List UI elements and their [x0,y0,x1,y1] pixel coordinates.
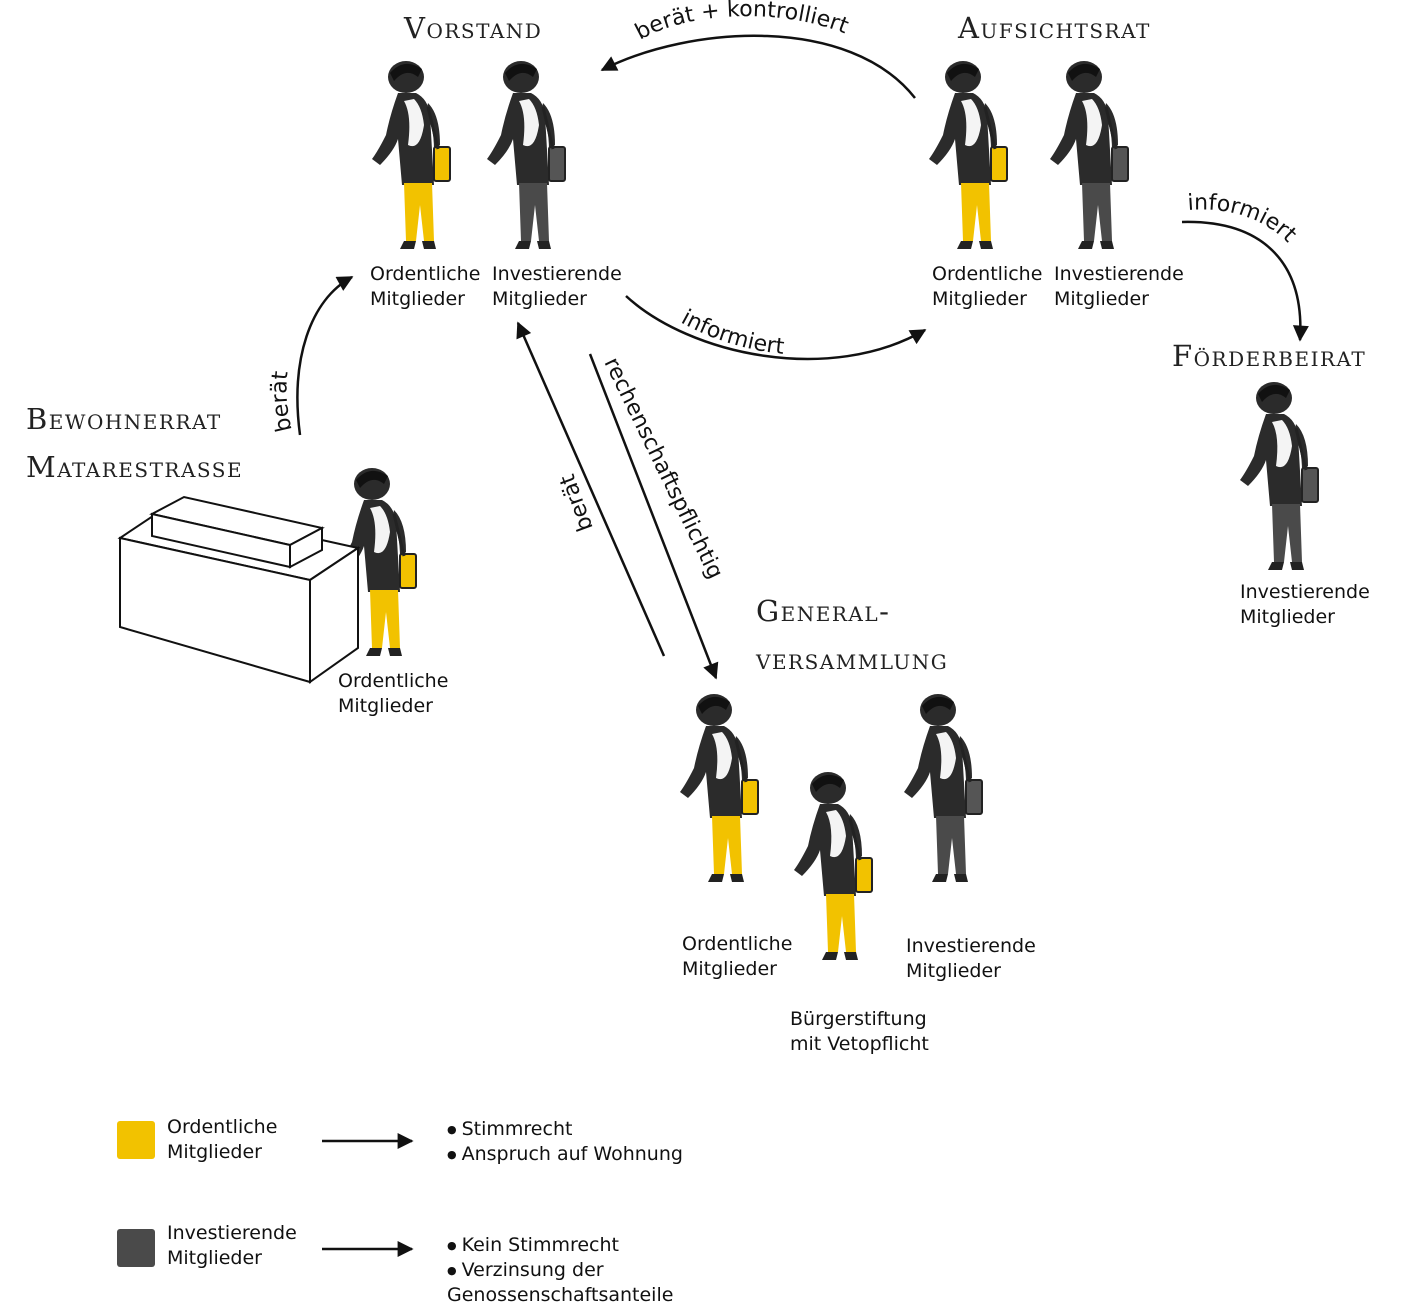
person-icon [372,61,451,249]
arrow-aufsichtsrat-to-foerderbeirat [1181,220,1309,342]
gv-investierend-figure [900,688,1000,892]
person-icon [487,61,566,249]
person-icon [338,468,417,656]
person-icon [680,694,759,882]
foerderbeirat-investierend-label: Investierende Mitglieder [1240,581,1370,628]
edge-label-informiert-aufsichtsrat: informiert [1187,190,1302,247]
legend-label-ordentlich: Ordentliche Mitglieder [167,1116,278,1163]
gv-ordentlich-label: Ordentliche Mitglieder [682,933,793,980]
aufsichtsrat-ordentlich-label: Ordentliche Mitglieder [932,263,1043,310]
person-icon [794,772,873,960]
foerderbeirat-title: Förderbeirat [1172,339,1367,373]
person-icon [904,694,983,882]
edge-label-beraet-bewohnerrat: berät [267,370,297,435]
arrow-vorstand-to-aufsichtsrat [625,295,927,361]
person-icon [1050,61,1129,249]
legend-swatch-ordentlich [117,1121,155,1159]
foerderbeirat-investierend-figure [1236,376,1336,580]
legend-bullet-kein-stimmrecht: Kein Stimmrecht [447,1233,673,1258]
aufsichtsrat-investierend-figure [1046,55,1146,259]
person-icon [1240,382,1319,570]
legend-label-investierend: Investierende Mitglieder [167,1222,297,1269]
edge-label-informiert-vorstand: informiert [677,305,786,360]
edge-label-beraet-generalversammlung: berät [555,470,599,534]
gv-buergerstiftung-label: Bürgerstiftung mit Vetopflicht [790,1008,929,1055]
generalversammlung-title-line2: versammlung [756,642,949,676]
generalversammlung-title-line1: General- [756,594,891,628]
aufsichtsrat-ordentlich-figure [925,55,1025,259]
arrow-vorstand-to-generalversammlung [588,353,719,680]
legend-bullet-verzinsung: Verzinsung der Genossenschaftsanteile [447,1258,673,1308]
bewohnerrat-ordentlich-label: Ordentliche Mitglieder [338,670,449,717]
legend-bullets-investierend: Kein Stimmrecht Verzinsung der Genossens… [447,1233,673,1308]
gv-investierend-label: Investierende Mitglieder [906,935,1036,982]
vorstand-ordentlich-figure [368,55,468,259]
aufsichtsrat-title: Aufsichtsrat [958,11,1151,45]
person-icon [929,61,1008,249]
arrow-bewohnerrat-to-vorstand [296,275,354,436]
arrow-generalversammlung-to-vorstand [516,321,666,657]
vorstand-investierend-figure [483,55,583,259]
bewohnerrat-title-line1: Bewohnerrat [26,402,222,436]
legend-bullet-stimmrecht: Stimmrecht [447,1117,683,1142]
edge-label-beraet-kontrolliert: berät + kontrolliert [631,0,852,45]
bewohnerrat-title-line2: Matarestrasse [26,450,244,484]
vorstand-ordentlich-label: Ordentliche Mitglieder [370,263,481,310]
arrow-aufsichtsrat-to-vorstand [600,34,916,99]
building-icon [117,495,361,684]
vorstand-investierend-label: Investierende Mitglieder [492,263,622,310]
legend-swatch-investierend [117,1229,155,1267]
gv-ordentlich-figure [676,688,776,892]
legend-bullets-ordentlich: Stimmrecht Anspruch auf Wohnung [447,1117,683,1167]
aufsichtsrat-investierend-label: Investierende Mitglieder [1054,263,1184,310]
gv-buergerstiftung-figure [790,766,890,970]
legend-bullet-anspruch: Anspruch auf Wohnung [447,1142,683,1167]
vorstand-title: Vorstand [404,11,543,45]
bewohnerrat-ordentlich-figure [334,462,434,666]
